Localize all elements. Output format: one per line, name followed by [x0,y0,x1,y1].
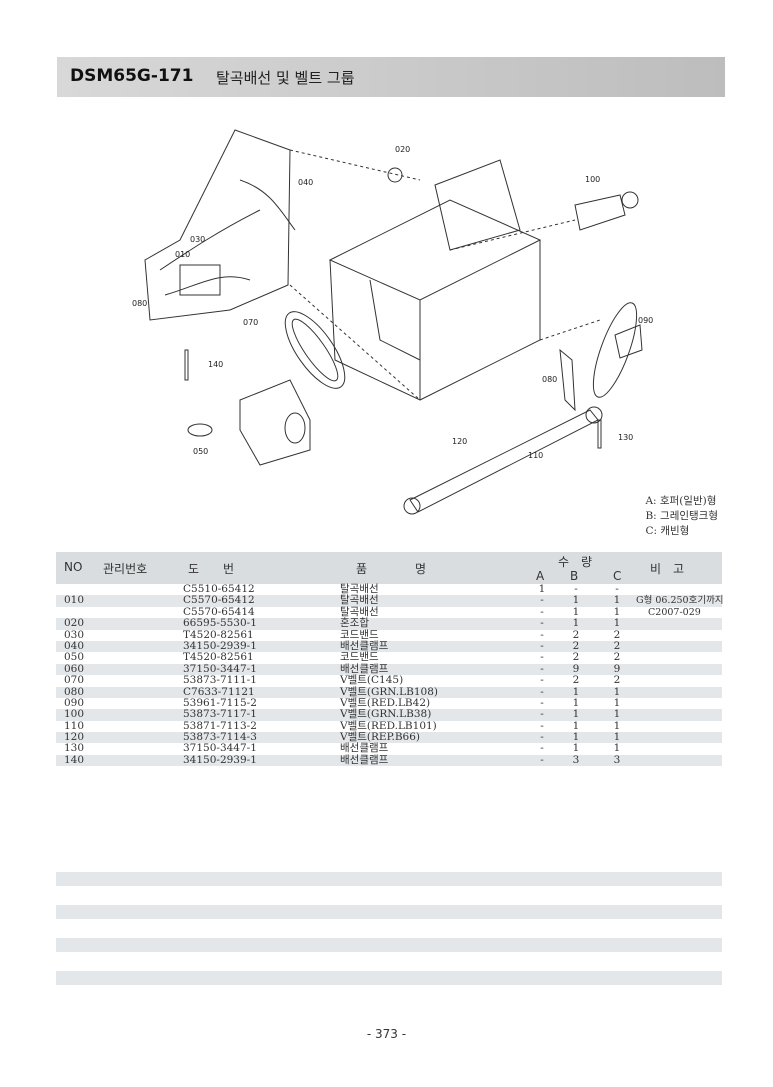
empty-row-band [56,905,722,919]
header-bar [57,57,725,97]
callout-010: 010 [175,250,190,259]
legend-a: A: 호퍼(일반)형 [645,495,717,507]
header-qty: 수 량 [558,555,593,569]
header-drawing: 도 번 [188,562,235,576]
callout-090: 090 [638,316,653,325]
belt-120 [409,409,599,513]
header-qty-b: B [570,569,579,583]
callout-140: 140 [208,360,223,369]
page-number: - 373 - [366,1027,407,1041]
callout-080-left: 080 [132,299,147,308]
callout-110: 110 [528,451,543,460]
empty-row-band [56,938,722,952]
main-frame [328,199,542,301]
cone-100 [574,194,626,231]
empty-row-band [56,872,722,886]
motor-box [239,379,311,466]
page-title: 탈곡배선 및 벨트 그룹 [216,69,355,87]
callout-030: 030 [190,235,205,244]
legend-c: C: 캐빈형 [645,525,690,537]
legend: A: 호퍼(일반)형 B: 그레인탱크형 C: 캐빈형 [645,494,718,539]
header-qty-a: A [536,569,545,583]
belt-090 [592,302,638,398]
callout-070: 070 [243,318,258,327]
belt-070 [284,311,346,389]
callout-040: 040 [298,178,313,187]
callout-130: 130 [618,433,633,442]
callout-080-right: 080 [542,375,557,384]
empty-row-band [56,971,722,985]
parts-table: NO 관리번호 도 번 품 명 수 량 A B C 비 고 C5510-6541… [56,552,724,767]
header-name: 품 명 [356,562,427,576]
legend-b: B: 그레인탱크형 [645,510,718,522]
parts-diagram: 020 040 100 030 010 080 070 090 140 080 … [132,129,653,515]
left-panel [144,129,291,321]
model-code: DSM65G-171 [70,66,194,86]
callout-100: 100 [585,175,600,184]
callout-050: 050 [193,447,208,456]
callout-020: 020 [395,145,410,154]
header-qty-c: C [613,569,622,583]
callout-120: 120 [452,437,467,446]
header-mgmt: 관리번호 [103,562,148,576]
header-remarks: 비 고 [650,562,685,576]
header-no: NO [64,560,83,574]
table-header: NO 관리번호 도 번 품 명 수 량 A B C 비 고 [56,552,722,584]
